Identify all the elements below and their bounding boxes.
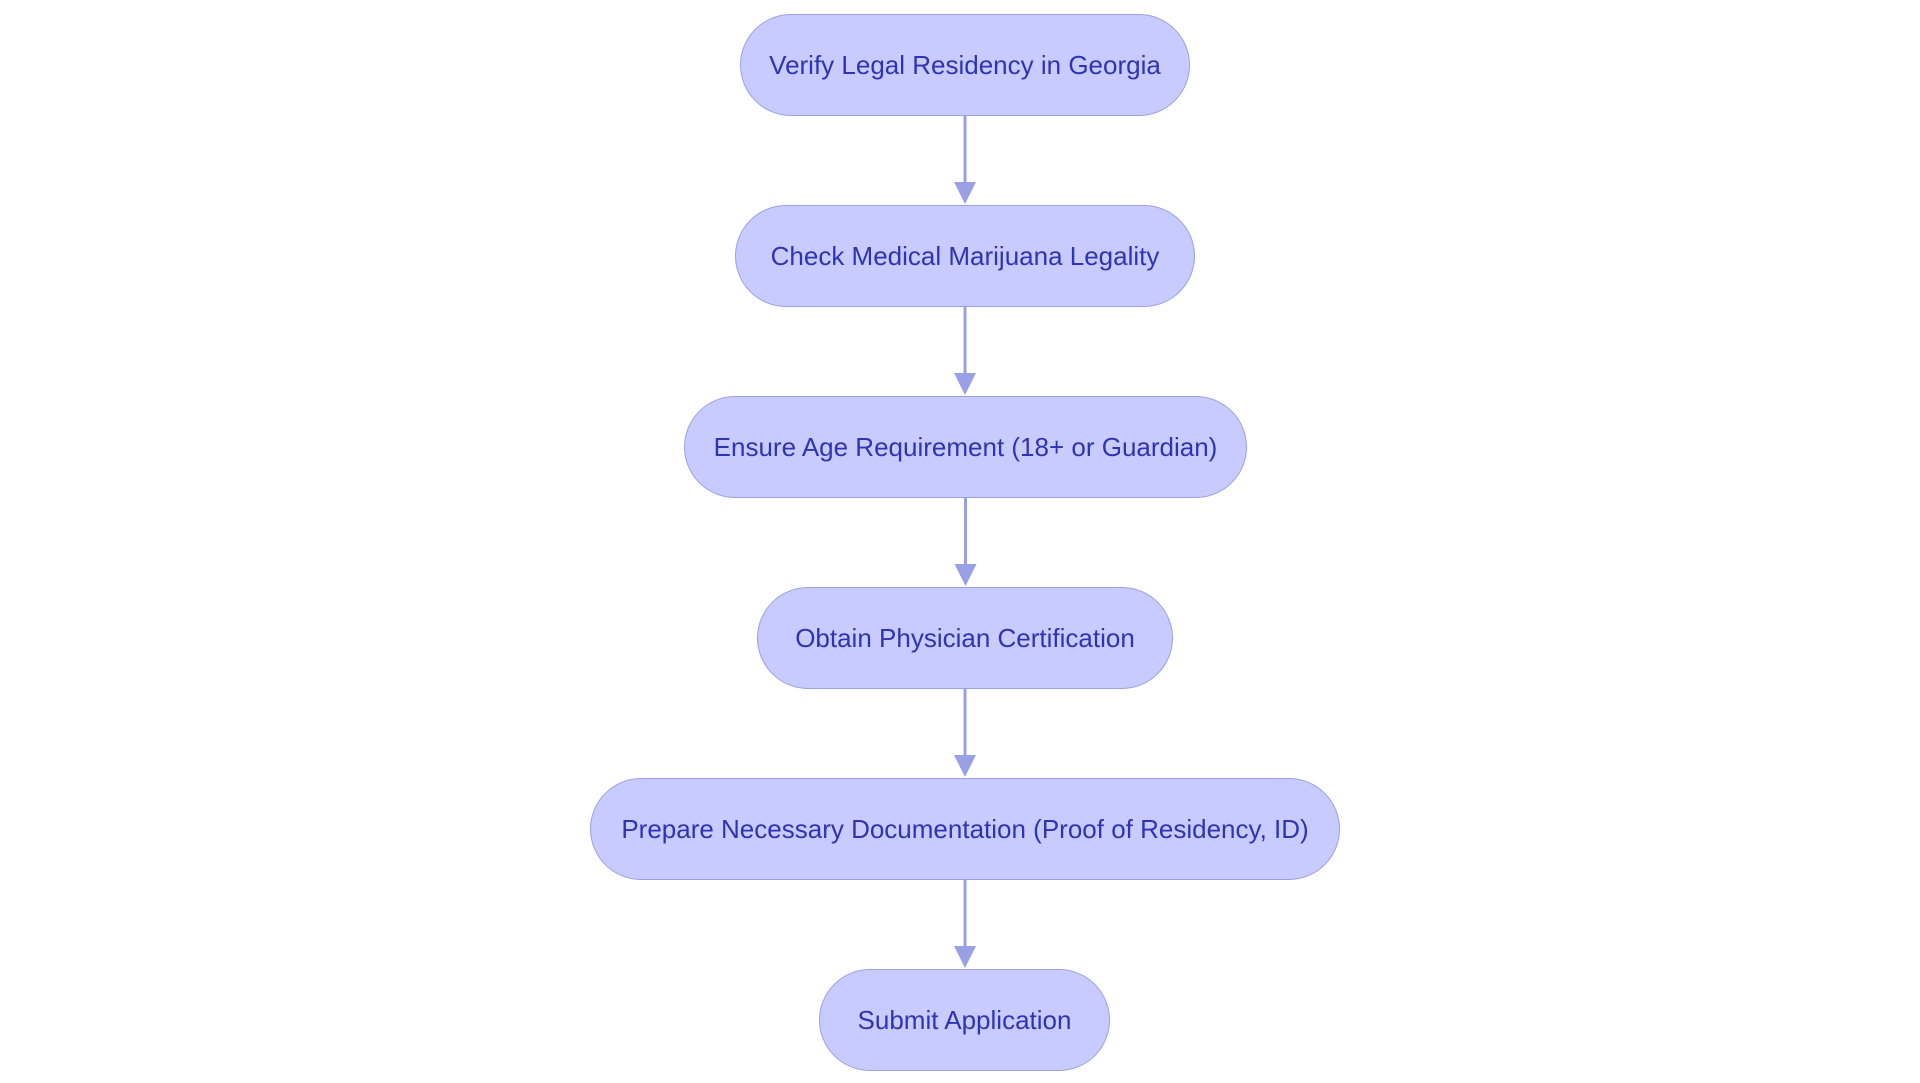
arrowhead-n1-to-n2 (954, 182, 976, 204)
step-check-medical-marijuana-legality: Check Medical Marijuana Legality (735, 205, 1195, 307)
step-label: Prepare Necessary Documentation (Proof o… (621, 813, 1309, 844)
arrowhead-n2-to-n3 (954, 373, 976, 395)
arrowhead-n4-to-n5 (954, 755, 976, 777)
step-label: Obtain Physician Certification (795, 622, 1135, 653)
step-label: Verify Legal Residency in Georgia (769, 49, 1161, 80)
step-label: Check Medical Marijuana Legality (770, 240, 1160, 271)
arrowhead-n5-to-n6 (954, 946, 976, 968)
step-ensure-age-requirement: Ensure Age Requirement (18+ or Guardian) (684, 396, 1247, 498)
step-label: Ensure Age Requirement (18+ or Guardian) (713, 431, 1218, 462)
step-submit-application: Submit Application (819, 969, 1110, 1071)
step-obtain-physician-certification: Obtain Physician Certification (757, 587, 1173, 689)
arrowhead-n3-to-n4 (954, 564, 977, 586)
step-label: Submit Application (857, 1004, 1072, 1035)
step-prepare-documentation: Prepare Necessary Documentation (Proof o… (590, 778, 1340, 880)
step-verify-legal-residency: Verify Legal Residency in Georgia (740, 14, 1190, 116)
